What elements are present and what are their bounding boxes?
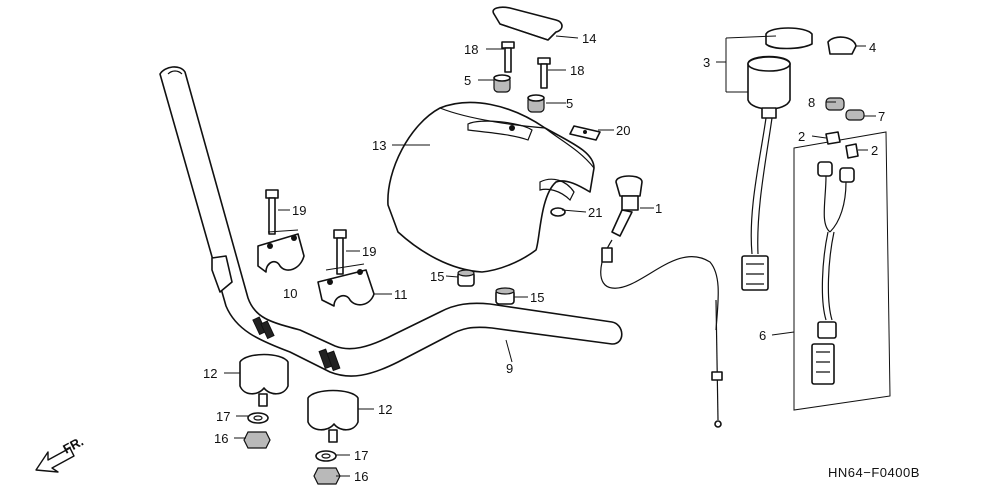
nut-16-right: [313, 467, 341, 485]
callout-19-left: 19: [292, 203, 306, 218]
handlebar: [159, 66, 623, 377]
lower-holder-12-right: [307, 389, 359, 443]
bolt-19-left: [265, 189, 279, 235]
handle-cover: [387, 101, 595, 273]
callout-2-lower: 2: [871, 143, 878, 158]
callout-12-left: 12: [203, 366, 217, 381]
choke-knob-cable: [600, 175, 723, 428]
callouts: 1 2 2 3 4 5 5 6 7 8 9 10 11 12 12 13 14 …: [203, 31, 885, 484]
callout-20: 20: [616, 123, 630, 138]
callout-4: 4: [869, 40, 876, 55]
bolt-19-right: [333, 229, 347, 275]
clip-20: [569, 125, 601, 141]
callout-2-upper: 2: [798, 129, 805, 144]
callout-15-left: 15: [430, 269, 444, 284]
grommet-5-right: [527, 94, 545, 113]
callout-21: 21: [588, 205, 602, 220]
washer-17-left: [247, 412, 269, 424]
bolt-18-right: [537, 57, 551, 89]
callout-16-right: 16: [354, 469, 368, 484]
callout-6: 6: [759, 328, 766, 343]
upper-holder-11: [317, 269, 375, 307]
callout-1: 1: [655, 201, 662, 216]
callout-10: 10: [283, 286, 297, 301]
callout-13: 13: [372, 138, 386, 153]
wire-harness-6: [793, 131, 891, 411]
leader-lines: [224, 35, 876, 477]
collar-15-left: [457, 269, 475, 287]
callout-5-upper: 5: [464, 73, 471, 88]
callout-8: 8: [808, 95, 815, 110]
callout-15-right: 15: [530, 290, 544, 305]
bolt-18-left: [501, 41, 515, 73]
grommet-5-left: [493, 74, 511, 93]
collar-15-right: [495, 287, 515, 305]
callout-12-right: 12: [378, 402, 392, 417]
callout-18-left: 18: [464, 42, 478, 57]
callout-18-right: 18: [570, 63, 584, 78]
callout-11: 11: [394, 287, 408, 302]
callout-14: 14: [582, 31, 596, 46]
callout-7: 7: [878, 109, 885, 124]
upper-holder-10: [257, 233, 305, 273]
front-direction-marker: FR.: [35, 434, 86, 473]
callout-16-left: 16: [214, 431, 228, 446]
callout-9: 9: [506, 361, 513, 376]
washer-21: [550, 207, 566, 217]
nut-16-left: [243, 431, 271, 449]
front-arrow-icon: [35, 447, 75, 473]
grommet-7: [845, 109, 865, 121]
lower-holder-12-left: [239, 353, 289, 407]
callout-3: 3: [703, 55, 710, 70]
ignition-switch: [741, 27, 813, 291]
callout-17-left: 17: [216, 409, 230, 424]
callout-5-lower: 5: [566, 96, 573, 111]
callout-17-right: 17: [354, 448, 368, 463]
top-pad: [492, 6, 563, 41]
ignition-cap-4: [827, 36, 857, 55]
washer-17-right: [315, 450, 337, 462]
callout-19-right: 19: [362, 244, 376, 259]
grommet-8: [825, 97, 845, 111]
drawing-code: HN64−F0400B: [828, 465, 920, 480]
